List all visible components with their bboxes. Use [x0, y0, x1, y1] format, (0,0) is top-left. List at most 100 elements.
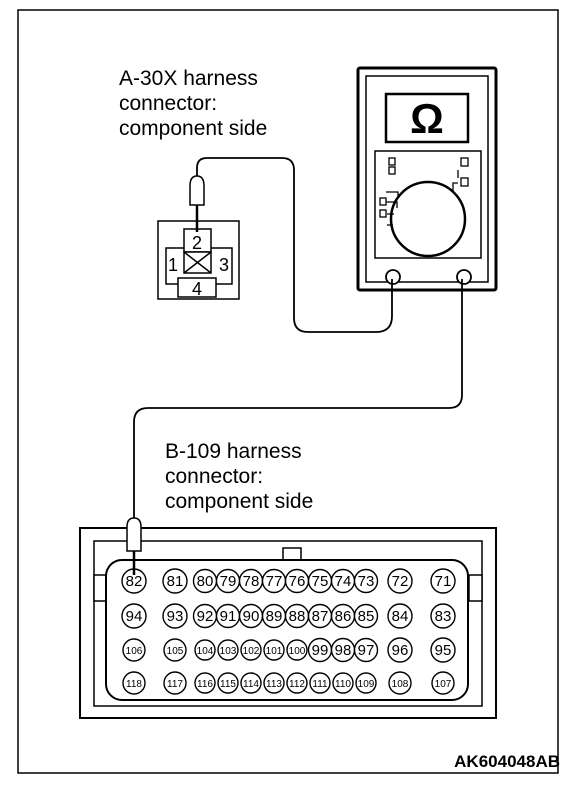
b109-pin-label: 84	[392, 608, 409, 625]
b109-pin-93	[162, 603, 188, 629]
b109-pin-label: 111	[312, 679, 328, 690]
b109-pin-115	[217, 672, 239, 694]
b109-pin-label: 113	[266, 679, 282, 690]
b109-pin-71	[430, 568, 456, 594]
b109-pin-label: 93	[167, 608, 184, 625]
b109-label-line2: connector:	[165, 465, 264, 488]
a30x-label-line2: connector:	[119, 92, 218, 115]
b109-pin-label: 75	[312, 573, 329, 590]
b109-pin-95	[430, 637, 456, 663]
b109-pin-label: 76	[289, 573, 306, 590]
b109-pin-94	[121, 603, 147, 629]
b109-label-line1: B-109 harness	[165, 440, 302, 463]
b109-pin-85	[353, 603, 379, 629]
b109-pin-112	[286, 672, 308, 694]
b109-pin-102	[240, 639, 262, 661]
b109-pin-label: 106	[126, 646, 143, 657]
b109-pin-label: 92	[197, 608, 214, 625]
b109-pin-label: 81	[167, 573, 184, 590]
b109-pin-72	[387, 568, 413, 594]
b109-pin-label: 86	[335, 608, 352, 625]
b109-pin-label: 78	[243, 573, 260, 590]
figure-id: AK604048AB	[454, 752, 560, 771]
b109-pin-label: 101	[266, 646, 283, 657]
ohm-symbol: Ω	[410, 95, 444, 142]
b109-pin-label: 115	[220, 679, 236, 690]
b109-pin-label: 94	[126, 608, 143, 625]
b109-pin-label: 91	[220, 608, 237, 625]
b109-pin-100	[286, 639, 308, 661]
b109-pin-81	[162, 568, 188, 594]
b109-pin-label: 88	[289, 608, 306, 625]
b109-pin-label: 114	[243, 679, 259, 690]
b109-pin-label: 74	[335, 573, 352, 590]
b109-pin-label: 95	[435, 642, 452, 659]
b109-pin-label: 108	[392, 679, 409, 690]
a30x-pin-3: 3	[219, 255, 229, 275]
probe-icon	[126, 517, 142, 575]
b109-pin-105	[163, 638, 187, 662]
b109-pin-label: 87	[312, 608, 329, 625]
b109-pin-83	[430, 603, 456, 629]
ohmmeter-icon: Ω	[356, 66, 498, 292]
jack-com	[385, 269, 401, 285]
b109-pin-label: 97	[358, 642, 375, 659]
test-lead-a30x	[196, 157, 393, 333]
b109-pin-96	[387, 637, 413, 663]
probe-icon	[189, 175, 205, 232]
a30x-pin-4: 4	[192, 279, 202, 299]
b109-pin-label: 117	[167, 679, 183, 690]
b109-label-line3: component side	[165, 490, 314, 513]
connector-b109: 82 81 80 79 78 77 76 75 74 73 72 71 94 93 92 91 90 89 88 87…	[79, 527, 497, 719]
b109-pin-84	[387, 603, 413, 629]
b109-pin-label: 99	[312, 642, 329, 659]
b109-pin-label: 85	[358, 608, 375, 625]
b109-pin-97	[353, 637, 379, 663]
b109-pin-118	[122, 671, 146, 695]
b109-pin-label: 77	[266, 573, 283, 590]
b109-pin-label: 112	[289, 679, 305, 690]
b109-pin-label: 116	[197, 679, 213, 690]
b109-pin-label: 73	[358, 573, 375, 590]
jack-ohm	[456, 269, 472, 285]
b109-pin-101	[263, 639, 285, 661]
b109-pin-label: 90	[243, 608, 260, 625]
b109-pin-label: 98	[335, 642, 352, 659]
b109-pin-label: 71	[435, 573, 452, 590]
b109-pin-110	[332, 672, 354, 694]
b109-pin-label: 110	[335, 679, 351, 690]
b109-pin-73	[353, 568, 379, 594]
b109-pin-109	[355, 672, 377, 694]
b109-pin-label: 100	[289, 646, 306, 657]
b109-pin-108	[388, 671, 412, 695]
a30x-label-line3: component side	[119, 117, 268, 140]
figure-frame	[17, 9, 559, 774]
b109-pin-103	[217, 639, 239, 661]
b109-pin-label: 89	[266, 608, 283, 625]
b109-pin-label: 102	[243, 646, 260, 657]
b109-pin-label: 107	[435, 679, 452, 690]
b109-pin-label: 118	[126, 679, 142, 690]
rotary-dial	[389, 180, 467, 258]
test-lead-b109	[133, 279, 463, 523]
b109-pin-107	[431, 671, 455, 695]
b109-pin-label: 82	[126, 573, 143, 590]
b109-pin-label: 103	[220, 646, 237, 657]
b109-pin-label: 104	[197, 646, 214, 657]
b109-pin-label: 96	[392, 642, 409, 659]
b109-pin-label: 79	[220, 573, 237, 590]
b109-pin-106	[122, 638, 146, 662]
b109-pin-label: 72	[392, 573, 409, 590]
b109-pin-114	[240, 672, 262, 694]
b109-pin-label: 109	[358, 679, 375, 690]
b109-pin-104	[194, 639, 216, 661]
b109-pin-label: 105	[167, 646, 184, 657]
b109-pin-117	[163, 671, 187, 695]
b109-pin-label: 80	[197, 573, 214, 590]
a30x-pin-2: 2	[192, 233, 202, 253]
b109-pin-116	[194, 672, 216, 694]
connector-a30x: 2 1 3 4	[157, 220, 240, 300]
b109-pin-label: 83	[435, 608, 452, 625]
a30x-label-line1: A-30X harness	[119, 67, 258, 90]
